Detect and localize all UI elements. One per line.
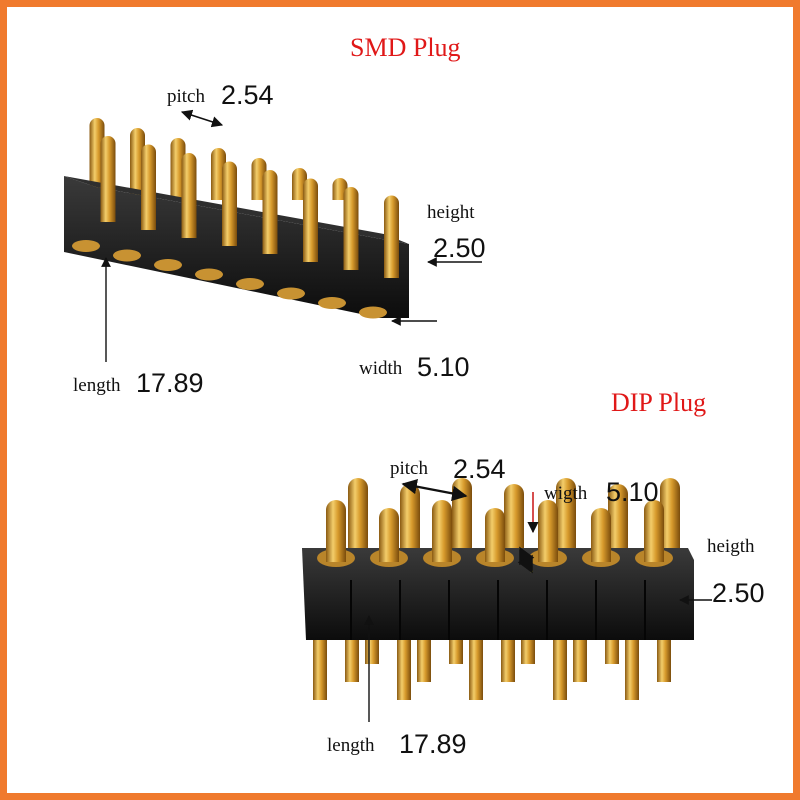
dip-length-value: 17.89 bbox=[399, 729, 467, 759]
gold-pin bbox=[400, 494, 420, 560]
gold-pin bbox=[556, 488, 576, 560]
gold-pin-tip bbox=[141, 144, 156, 160]
dimension-arrows bbox=[101, 109, 712, 722]
dip-height-label: heigth bbox=[707, 536, 755, 557]
solder-pad bbox=[72, 240, 100, 252]
smd-pitch-arrow bbox=[180, 109, 224, 128]
gold-pin-tip bbox=[211, 148, 226, 163]
gold-pin bbox=[379, 518, 399, 562]
dip-plug-photo bbox=[302, 478, 694, 700]
gold-pin bbox=[262, 177, 278, 254]
smd-height-label: height bbox=[427, 202, 475, 223]
solder-pad bbox=[113, 249, 141, 262]
gold-pin-tip bbox=[170, 138, 186, 153]
gold-pin-tip bbox=[251, 158, 267, 173]
gold-pin bbox=[222, 169, 237, 246]
gold-pin bbox=[348, 488, 368, 560]
gold-pin-tip bbox=[262, 170, 278, 185]
gold-pin bbox=[141, 152, 156, 230]
gold-pin-tip bbox=[660, 478, 680, 498]
dip-pitch-arrow bbox=[401, 479, 468, 501]
gold-pin-tip bbox=[608, 484, 628, 504]
gold-pin bbox=[452, 488, 472, 560]
gold-pin-tip bbox=[303, 178, 318, 194]
gold-pin-tip bbox=[432, 500, 452, 520]
gold-pin-tip bbox=[332, 178, 348, 193]
gold-pin-tip bbox=[485, 508, 505, 528]
gold-pin-tip bbox=[181, 153, 197, 168]
gold-pin-tip bbox=[556, 478, 576, 498]
gold-pin-tip bbox=[379, 508, 399, 528]
gold-pin-tip bbox=[538, 500, 558, 520]
gold-pin-tip bbox=[100, 136, 116, 151]
dip-height-value: 2.50 bbox=[712, 578, 765, 608]
dip-length-label: length bbox=[327, 735, 375, 756]
gold-pin-tip bbox=[222, 161, 237, 177]
gold-pin bbox=[100, 143, 116, 222]
gold-pin-tip bbox=[644, 500, 664, 520]
gold-pin bbox=[326, 510, 346, 562]
connector-illustration bbox=[64, 109, 712, 722]
dip-pitch-label: pitch bbox=[390, 458, 428, 479]
gold-pin bbox=[504, 494, 524, 560]
gold-pin bbox=[432, 510, 452, 562]
gold-pin bbox=[485, 518, 505, 562]
gold-pin-tip bbox=[326, 500, 346, 520]
dip-width-label: wigth bbox=[544, 483, 588, 504]
gold-pin-tip bbox=[504, 484, 524, 504]
gold-pin-tip bbox=[348, 478, 368, 498]
gold-pin bbox=[343, 194, 359, 270]
gold-pin-tip bbox=[292, 168, 307, 183]
gold-pin bbox=[303, 186, 318, 262]
dip-width-marker bbox=[517, 546, 535, 574]
solder-pad bbox=[154, 259, 182, 271]
smd-length-value: 17.89 bbox=[136, 368, 204, 398]
smd-width-value: 5.10 bbox=[417, 352, 470, 382]
dip-pitch-value: 2.54 bbox=[453, 454, 506, 484]
smd-width-label: width bbox=[359, 358, 403, 379]
gold-pin bbox=[591, 518, 611, 562]
gold-pin-tip bbox=[591, 508, 611, 528]
smd-plug-photo bbox=[64, 118, 409, 319]
gold-pin bbox=[608, 494, 628, 560]
gold-pin-tip bbox=[130, 128, 145, 143]
gold-pin-tip bbox=[384, 195, 399, 211]
gold-pin bbox=[181, 160, 197, 238]
gold-pin-tip bbox=[343, 187, 359, 202]
gold-pin-tip bbox=[89, 118, 105, 133]
solder-pad bbox=[277, 287, 305, 300]
gold-pin bbox=[538, 510, 558, 562]
smd-pitch-label: pitch bbox=[167, 86, 205, 107]
smd-height-value: 2.50 bbox=[433, 233, 486, 263]
gold-pin bbox=[660, 488, 680, 560]
solder-pad bbox=[359, 306, 387, 319]
smd-length-label: length bbox=[73, 375, 121, 396]
solder-pad bbox=[195, 268, 223, 281]
solder-pad bbox=[318, 297, 346, 309]
gold-pin bbox=[384, 203, 399, 278]
solder-pad bbox=[236, 278, 264, 290]
smd-title: SMD Plug bbox=[350, 33, 461, 62]
dip-width-value: 5.10 bbox=[606, 477, 659, 507]
smd-pitch-value: 2.54 bbox=[221, 80, 274, 110]
gold-pin bbox=[644, 510, 664, 562]
dip-title: DIP Plug bbox=[611, 388, 707, 417]
